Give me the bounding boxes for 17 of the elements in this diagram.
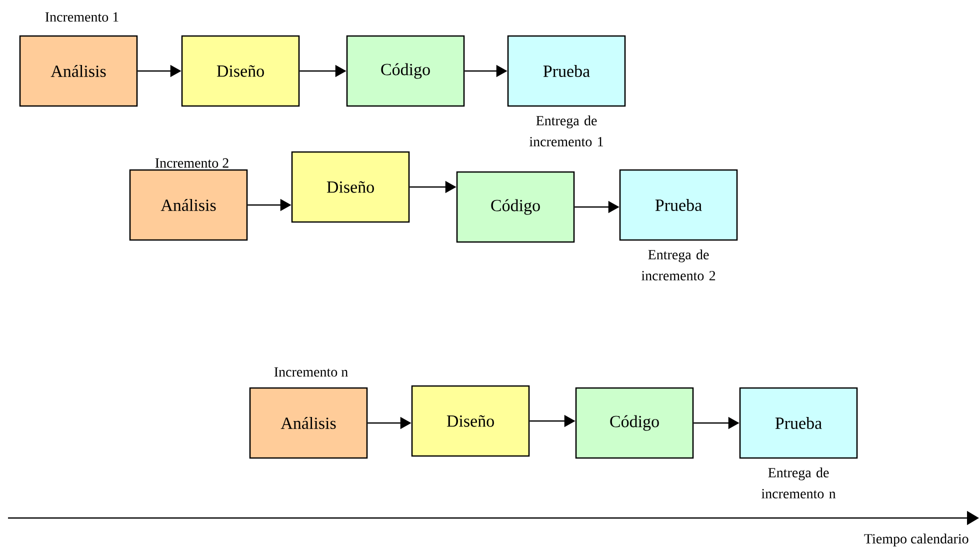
increment-title: Incremento 1 — [45, 12, 118, 22]
process-box: Código — [456, 171, 575, 243]
process-box: Diseño — [291, 151, 410, 223]
process-box: Diseño — [181, 35, 300, 107]
process-box: Diseño — [411, 385, 530, 457]
process-box: Código — [575, 387, 694, 459]
axis-label: Tiempo calendario — [864, 534, 968, 546]
delivery-note: Entrega de incremento 2 — [642, 250, 716, 280]
process-box: Análisis — [129, 169, 248, 241]
process-box: Prueba — [619, 169, 738, 241]
delivery-note: Entrega de incremento n — [762, 468, 836, 498]
process-box: Análisis — [249, 387, 368, 459]
process-box: Prueba — [739, 387, 858, 459]
process-box: Código — [346, 35, 465, 107]
process-box: Prueba — [507, 35, 626, 107]
process-box: Análisis — [19, 35, 138, 107]
delivery-note: Entrega de incremento 1 — [529, 116, 603, 146]
